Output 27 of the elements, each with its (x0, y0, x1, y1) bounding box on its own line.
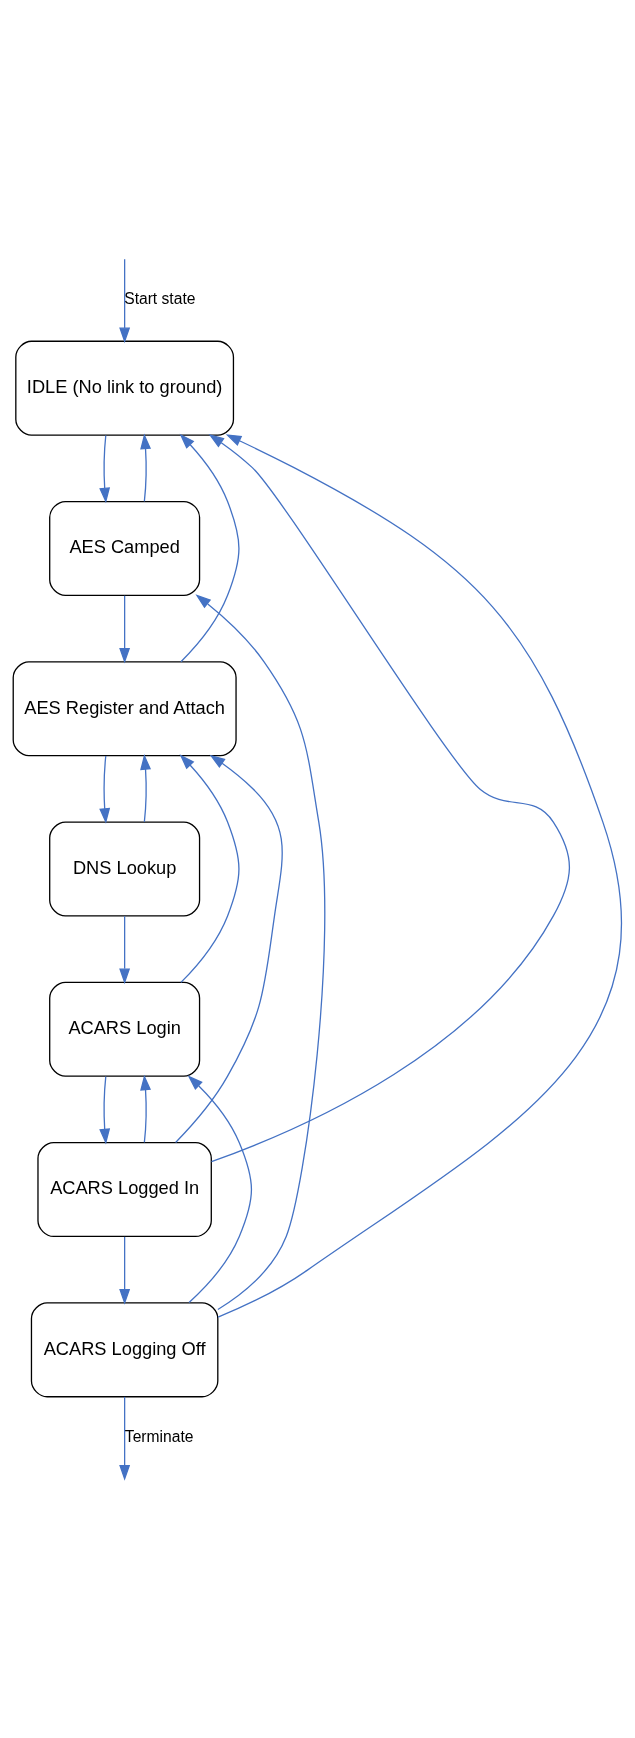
arrow (174, 754, 283, 1144)
arrow (119, 915, 131, 985)
arrow (119, 595, 131, 664)
arrow (119, 1236, 131, 1305)
arrow (208, 434, 571, 1163)
arrow (119, 258, 131, 344)
node-box: IDLE (No link to ground) (15, 340, 235, 436)
arrow (217, 434, 623, 1318)
arrow (140, 1074, 152, 1144)
arrow (99, 434, 111, 504)
edge-label: Terminate (124, 1427, 194, 1445)
arrow (179, 433, 240, 663)
arrow (99, 1075, 111, 1145)
node-box: AES Camped (49, 500, 201, 596)
arrow (140, 433, 152, 502)
node-box: AES Register and Attach (12, 661, 237, 757)
node-box: ACARS Logging Off (30, 1302, 219, 1398)
node-box: ACARS Login (49, 981, 201, 1077)
arrow (179, 754, 240, 983)
edge-label: Start state (124, 290, 196, 308)
node-box: DNS Lookup (49, 821, 201, 917)
node-box: ACARS Logged In (37, 1142, 212, 1238)
arrow (99, 755, 111, 824)
arrow (195, 594, 326, 1311)
arrow (119, 1396, 131, 1481)
arrow (140, 754, 152, 823)
arrow (187, 1075, 253, 1304)
